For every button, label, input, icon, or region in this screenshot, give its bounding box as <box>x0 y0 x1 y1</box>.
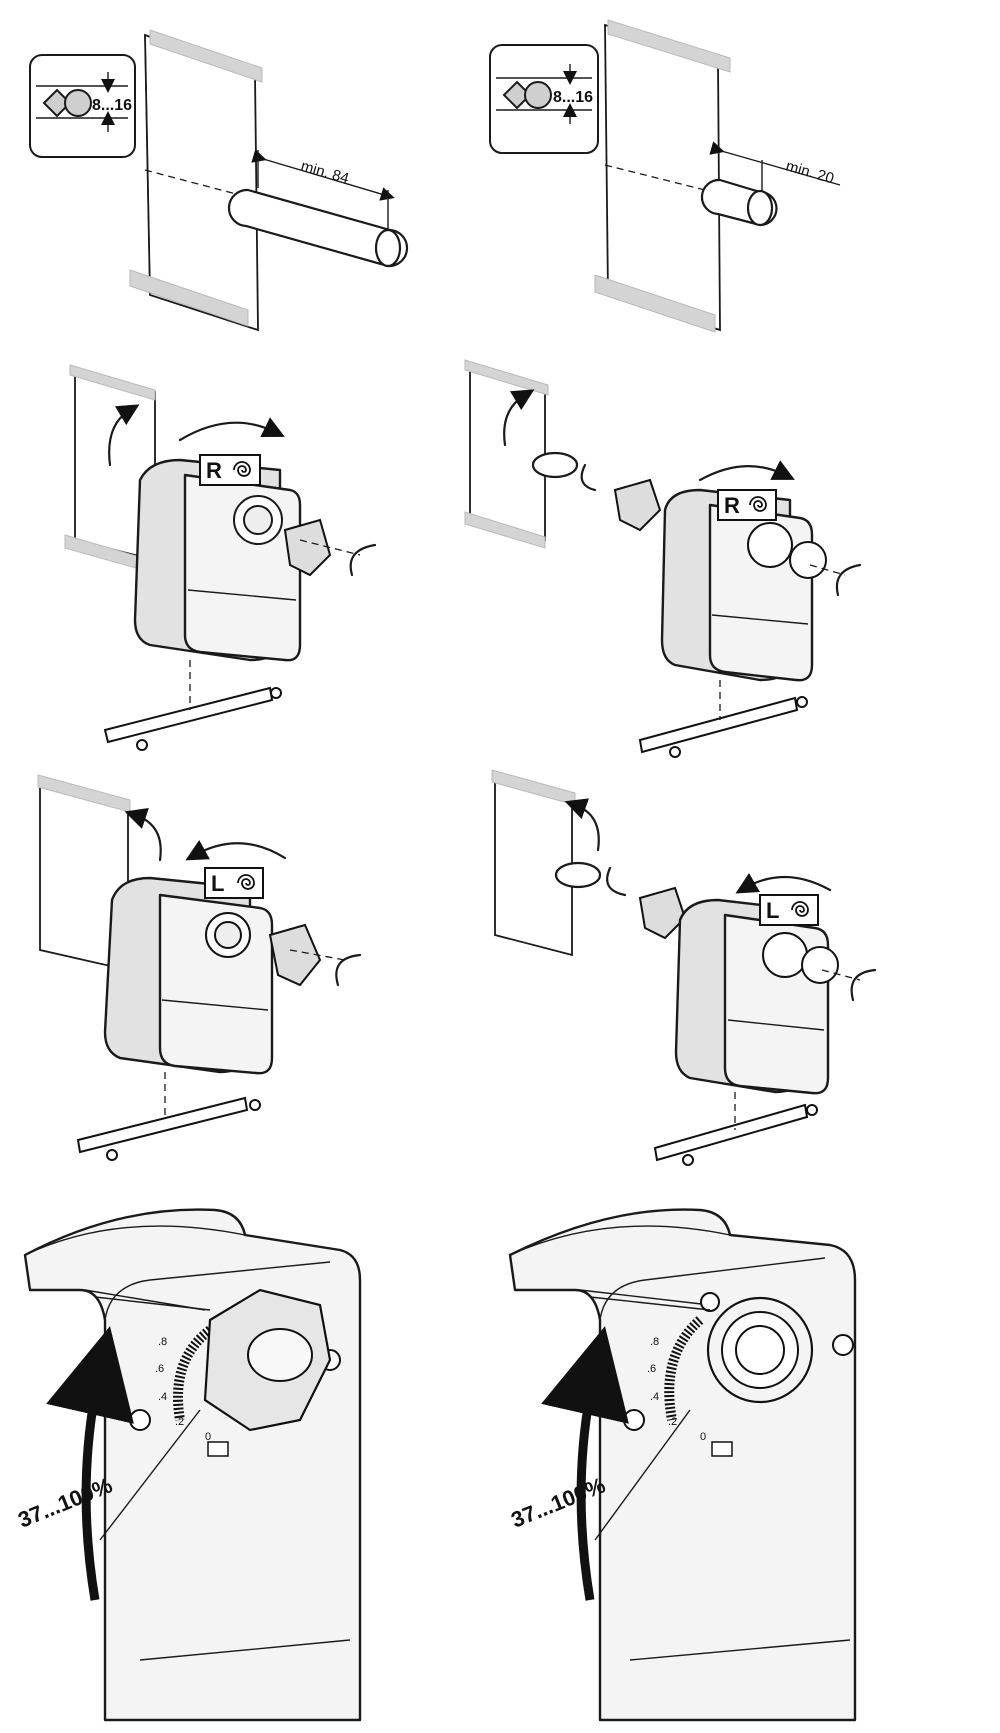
damper-plate <box>469 363 546 542</box>
shaft-end <box>374 228 402 268</box>
panel-shaft-short: min. 20 8...16 <box>489 19 841 333</box>
retaining-clip <box>835 563 862 597</box>
screw <box>136 739 148 751</box>
adapter-screw <box>700 1292 720 1312</box>
screw <box>682 1154 694 1166</box>
rotation-arrow-icon <box>564 798 600 852</box>
retaining-clip <box>335 953 362 987</box>
panel-scale-left: .8 .6 .4 .2 0 37...100% <box>15 1208 362 1722</box>
scale-tick: .8 <box>650 1336 659 1348</box>
shaft-end <box>746 189 774 227</box>
damper-rail-bottom <box>129 269 249 327</box>
direction-letter: R <box>206 458 222 483</box>
shaft-range-label: 8...16 <box>92 97 132 114</box>
direction-marker <box>711 1441 733 1457</box>
mounting-bracket <box>638 696 799 754</box>
rotation-arrow-icon <box>503 389 535 447</box>
shaft-clamp <box>789 541 827 579</box>
min-length-label: min. 20 <box>784 158 836 188</box>
direction-arrow-icon <box>735 872 832 894</box>
mounting-bracket <box>653 1103 809 1162</box>
mounting-hole <box>129 1409 151 1431</box>
actuator-housing <box>508 1208 857 1722</box>
range-arrow-icon <box>541 1326 629 1601</box>
direction-letter: L <box>766 898 779 923</box>
damper-plate <box>494 773 573 957</box>
damper-rail-bottom <box>594 274 716 333</box>
shaft-clamp <box>268 923 322 987</box>
retaining-clip <box>850 968 877 1002</box>
round-shaft-icon <box>64 89 92 117</box>
shaft-adapter <box>747 522 793 568</box>
direction-marker <box>207 1441 229 1457</box>
shaft-adapter <box>762 932 808 978</box>
panel-shaft-long: min. 84 8...16 <box>29 29 409 332</box>
screw <box>796 696 808 708</box>
screw <box>270 687 282 699</box>
shaft-clamp <box>613 478 662 532</box>
screw <box>669 746 681 758</box>
direction-letter: R <box>724 493 740 518</box>
short-shaft <box>554 861 602 889</box>
direction-arrow-icon <box>698 460 795 482</box>
short-shaft <box>531 451 579 479</box>
min-length-label: min. 84 <box>299 158 351 188</box>
scale-tick: .2 <box>175 1416 184 1428</box>
scale-tick: 0 <box>205 1431 211 1443</box>
panel-mount-left-long: L <box>37 774 362 1161</box>
scale-tick: .4 <box>158 1391 167 1403</box>
mounting-hole <box>832 1334 854 1356</box>
panel-mount-right-short: R <box>464 359 862 758</box>
scale-tick: .8 <box>158 1336 167 1348</box>
shaft-clamp <box>801 946 839 984</box>
mounting-hole <box>623 1409 645 1431</box>
screw <box>106 1149 118 1161</box>
panel-mount-right-long: R <box>64 364 377 751</box>
mounting-bracket <box>103 686 274 744</box>
range-arrow-icon <box>46 1326 134 1601</box>
direction-arrow-icon <box>185 840 287 861</box>
round-shaft-icon <box>524 81 552 109</box>
shaft-range-label: 8...16 <box>553 89 593 106</box>
damper-rail-top <box>607 19 731 73</box>
rotation-arrow-icon <box>124 808 162 862</box>
scale-tick: .6 <box>647 1363 656 1375</box>
retaining-clip <box>580 463 597 492</box>
range-label: 37...100% <box>508 1472 609 1532</box>
damper-rail-top <box>149 29 263 83</box>
clamp-bolt <box>247 1328 313 1382</box>
retaining-clip <box>349 543 377 577</box>
range-label: 37...100% <box>15 1472 116 1532</box>
panel-mount-left-short: L <box>491 769 877 1166</box>
panel-scale-right: .8 .6 .4 .2 0 37...100% <box>508 1208 857 1722</box>
direction-arrow-icon <box>178 417 285 442</box>
retaining-clip <box>606 866 627 897</box>
scale-tick: .2 <box>668 1416 677 1428</box>
rotation-arrow-icon <box>108 404 140 467</box>
direction-letter: L <box>211 871 224 896</box>
shaft-clamp <box>283 518 332 577</box>
scale-tick: .4 <box>650 1391 659 1403</box>
mounting-bracket <box>76 1096 249 1154</box>
shaft-clamp <box>638 886 687 940</box>
scale-tick: .6 <box>155 1363 164 1375</box>
screw <box>249 1099 261 1111</box>
screw <box>806 1104 818 1116</box>
scale-tick: 0 <box>700 1431 706 1443</box>
